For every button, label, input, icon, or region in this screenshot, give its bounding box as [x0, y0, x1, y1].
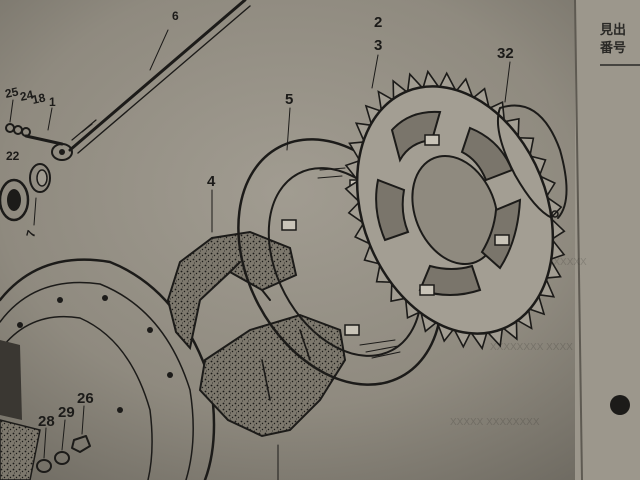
- label-chain-rod: 6: [172, 9, 179, 23]
- label-circlip: 32: [497, 45, 514, 62]
- label-sprocket-b: 3: [374, 37, 382, 54]
- damper-rubbers: [166, 189, 347, 480]
- label-bolt: 1: [49, 95, 56, 109]
- svg-text:XXXXXXXX XXXX: XXXXXXXX XXXX: [490, 342, 573, 353]
- facing-page: [575, 0, 640, 480]
- svg-text:XXXXX XXXXXXXX: XXXXX XXXXXXXX: [450, 417, 540, 428]
- hub-nuts: [36, 405, 91, 473]
- part-labels: 6 2 3 32 5 4 1 25 24 18 22 7 28 29 26: [4, 9, 514, 430]
- label-bearing: 22: [6, 149, 20, 163]
- label-sprocket-a: 2: [374, 14, 382, 31]
- label-spacer: 7: [23, 228, 38, 238]
- page-gutter: [574, 0, 583, 480]
- hub-drum: [0, 258, 216, 480]
- circlip-part: [496, 61, 568, 219]
- label-nut-b: 29: [58, 404, 75, 421]
- show-through-text: XXXXXXXXXX XXXXXXXX XXXX XXXXX XXXXXXXX: [450, 257, 587, 428]
- label-damper-rubbers: 4: [207, 173, 216, 190]
- label-small-c: 18: [31, 90, 47, 107]
- label-nut-c: 26: [77, 390, 94, 407]
- chain-rod-part: [51, 0, 251, 161]
- page-edge-text-1: 見出: [599, 22, 626, 38]
- label-small-a: 25: [4, 84, 20, 101]
- label-small-b: 24: [19, 87, 35, 104]
- label-plate: 5: [285, 91, 293, 108]
- label-nut-a: 28: [38, 413, 55, 430]
- bolt-assembly: [5, 99, 64, 146]
- facing-page-mark: [610, 395, 630, 415]
- svg-text:XXXXXXXXXX: XXXXXXXXXX: [520, 257, 587, 268]
- bearing-part: [0, 163, 51, 226]
- page-edge-text-2: 番号: [599, 40, 626, 56]
